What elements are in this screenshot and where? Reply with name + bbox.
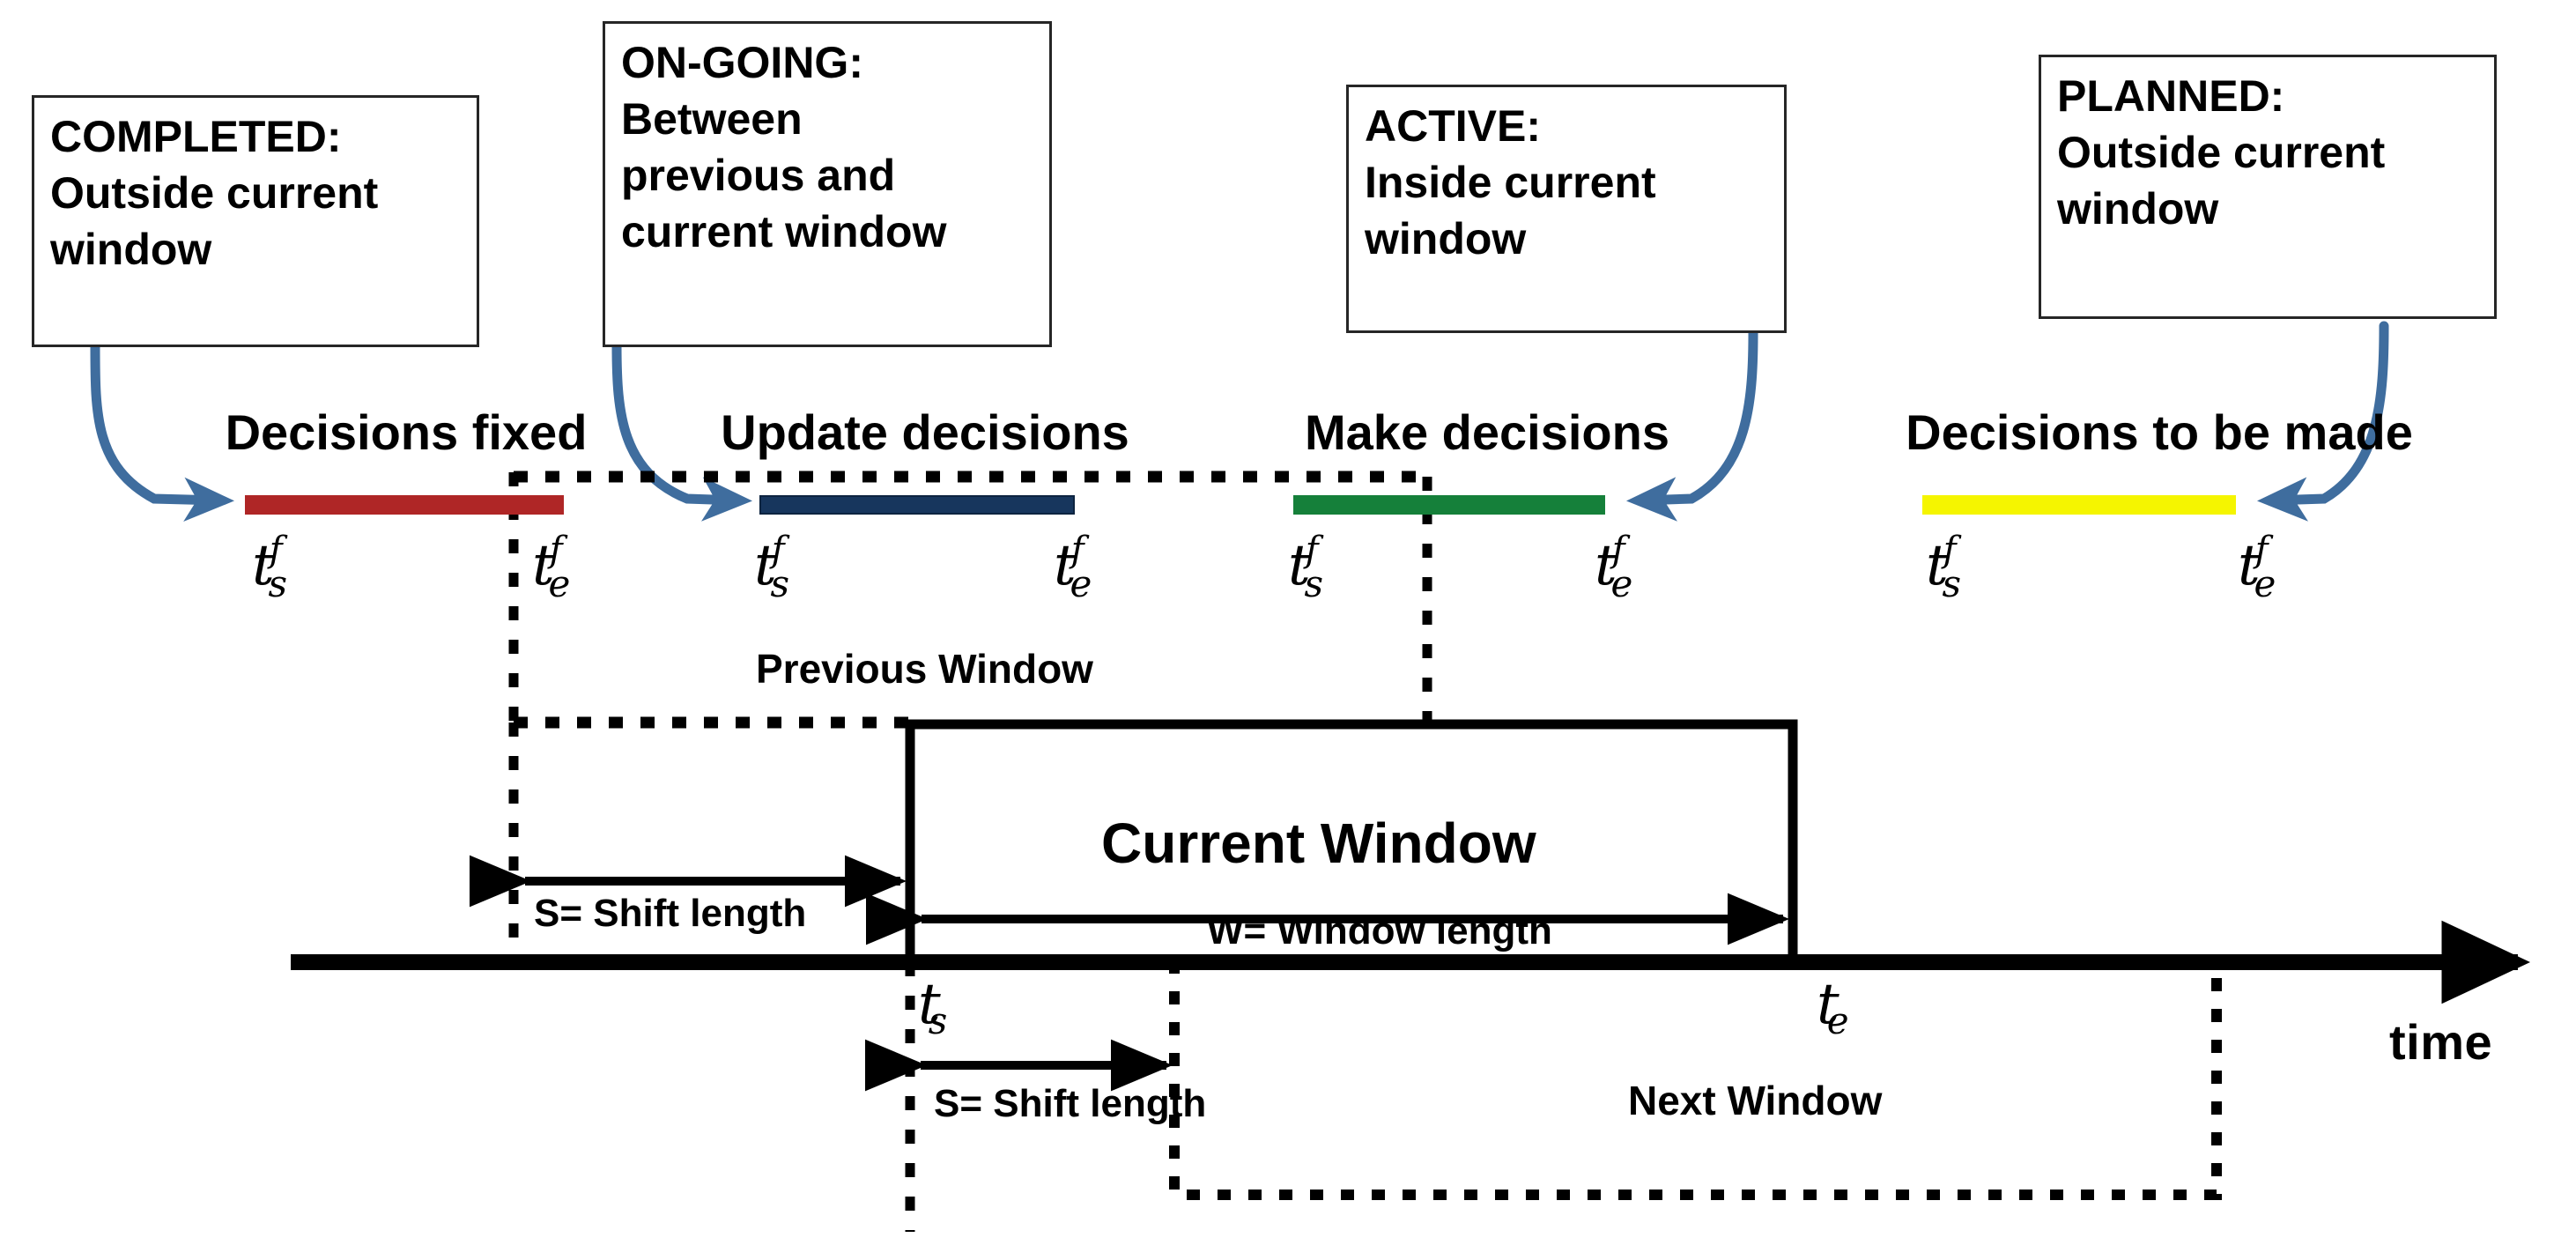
label-subscript: e bbox=[548, 562, 571, 605]
callout-ongoing-line4: current window bbox=[621, 207, 947, 256]
label-start-active: tfs bbox=[1288, 532, 1343, 603]
callout-planned-line2: Outside current bbox=[2057, 128, 2386, 177]
label-base: t bbox=[1054, 533, 1077, 598]
label-base: t bbox=[2238, 533, 2261, 598]
label-current-window-start: ts bbox=[918, 976, 959, 1040]
label-superscript: f bbox=[1611, 530, 1625, 570]
heading-update-decisions: Update decisions bbox=[721, 404, 1129, 460]
connector-arrow-planned bbox=[2256, 321, 2389, 522]
next-window-box bbox=[1169, 960, 2222, 1200]
label-subscript: e bbox=[1826, 999, 1849, 1042]
label-current-window-end: te bbox=[1817, 976, 1862, 1040]
label-base: t bbox=[1595, 533, 1617, 598]
shift-length-label-upper: S= Shift length bbox=[534, 892, 807, 935]
callout-completed-line3: window bbox=[50, 225, 212, 274]
label-base: t bbox=[1288, 533, 1311, 598]
label-end-ongoing: tfe bbox=[1054, 532, 1111, 603]
callout-active-line2: Inside current bbox=[1365, 158, 1656, 207]
connector-arrow-ongoing bbox=[611, 340, 753, 522]
shift-length-label-lower: S= Shift length bbox=[934, 1082, 1207, 1125]
label-subscript: s bbox=[770, 562, 790, 605]
callout-planned-status: PLANNED: bbox=[2057, 71, 2285, 121]
label-subscript: s bbox=[268, 562, 288, 605]
caption-previous-window: Previous Window bbox=[756, 646, 1093, 692]
label-superscript: f bbox=[1305, 530, 1319, 570]
task-bar-planned bbox=[1922, 495, 2236, 515]
heading-decisions-fixed: Decisions fixed bbox=[225, 404, 588, 460]
heading-make-decisions: Make decisions bbox=[1305, 404, 1669, 460]
label-end-planned: tfe bbox=[2238, 532, 2295, 603]
label-start-completed: tfs bbox=[252, 532, 307, 603]
window-length-label: W= Window length bbox=[1207, 909, 1552, 952]
current-window-label: Current Window bbox=[1101, 812, 1536, 875]
label-base: t bbox=[918, 972, 941, 1037]
label-subscript: e bbox=[1610, 562, 1633, 605]
task-bar-completed bbox=[245, 495, 564, 515]
label-end-active: tfe bbox=[1595, 532, 1652, 603]
callout-planned: PLANNED: Outside current window bbox=[2039, 55, 2497, 319]
callout-completed-status: COMPLETED: bbox=[50, 112, 342, 161]
task-bar-ongoing bbox=[759, 495, 1075, 515]
label-subscript: e bbox=[1070, 562, 1092, 605]
callout-ongoing-line3: previous and bbox=[621, 151, 896, 200]
connector-arrow-active bbox=[1625, 328, 1758, 522]
task-bar-active bbox=[1293, 495, 1605, 515]
connector-arrow-completed bbox=[90, 340, 235, 523]
label-subscript: s bbox=[1304, 562, 1324, 605]
label-superscript: f bbox=[771, 530, 785, 570]
callout-planned-line3: window bbox=[2057, 184, 2219, 233]
callout-ongoing-status: ON-GOING: bbox=[621, 38, 863, 87]
next-window-label: Next Window bbox=[1628, 1078, 1883, 1123]
label-base: t bbox=[754, 533, 777, 598]
label-superscript: f bbox=[2254, 530, 2269, 570]
heading-decisions-to-be-made: Decisions to be made bbox=[1906, 404, 2413, 460]
label-superscript: f bbox=[1070, 530, 1084, 570]
callout-ongoing: ON-GOING: Between previous and current w… bbox=[603, 21, 1052, 347]
callout-active: ACTIVE: Inside current window bbox=[1346, 85, 1787, 333]
label-base: t bbox=[252, 533, 275, 598]
label-superscript: f bbox=[549, 530, 563, 570]
label-base: t bbox=[532, 533, 555, 598]
label-start-ongoing: tfs bbox=[754, 532, 809, 603]
label-base: t bbox=[1817, 972, 1839, 1037]
label-subscript: e bbox=[2254, 562, 2276, 605]
callout-active-status: ACTIVE: bbox=[1365, 101, 1541, 151]
time-axis-label: time bbox=[2389, 1014, 2493, 1070]
label-start-planned: tfs bbox=[1926, 532, 1980, 603]
callout-completed-line2: Outside current bbox=[50, 168, 379, 218]
callout-ongoing-line2: Between bbox=[621, 94, 803, 144]
callout-completed: COMPLETED: Outside current window bbox=[32, 95, 479, 347]
callout-active-line3: window bbox=[1365, 214, 1527, 263]
label-superscript: f bbox=[1943, 530, 1957, 570]
label-subscript: s bbox=[1942, 562, 1962, 605]
label-base: t bbox=[1926, 533, 1949, 598]
label-end-completed: tfe bbox=[532, 532, 589, 603]
label-subscript: s bbox=[928, 999, 948, 1042]
label-superscript: f bbox=[269, 530, 283, 570]
